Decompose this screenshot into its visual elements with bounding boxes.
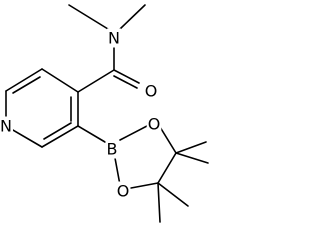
atom-label-backdrop xyxy=(105,139,119,159)
bond-c-c-ring xyxy=(157,152,177,184)
bond-boron-o-bottom xyxy=(114,157,121,186)
chemical-structure: N O N B O O xyxy=(0,4,209,223)
atom-label-n-amide: N xyxy=(108,29,120,48)
atom-label-o-bottom: O xyxy=(117,182,130,201)
bond-carbonyl-ring xyxy=(77,69,115,93)
ring-bond-c2-c3 xyxy=(41,125,79,148)
bond-methyl-2 xyxy=(175,152,209,164)
bond-methyl-4 xyxy=(157,182,161,223)
ring-bond-c5-c6 xyxy=(5,68,43,92)
atom-label-backdrop xyxy=(0,116,13,136)
atom-label-backdrop xyxy=(107,28,121,48)
atom-label-boron: B xyxy=(107,140,118,159)
bond-methyl-1 xyxy=(175,141,207,154)
bond-o-bottom-c xyxy=(130,182,159,189)
ring-bond-c5-c6-inner xyxy=(12,76,41,94)
atom-label-backdrop xyxy=(115,181,131,201)
bond-methyl-3 xyxy=(157,182,189,207)
ring-bond-c4-c5 xyxy=(41,68,79,93)
bond-methyl-left xyxy=(68,4,109,30)
atom-label-o-carbonyl: O xyxy=(145,82,158,101)
atom-label-backdrop xyxy=(143,81,159,101)
atom-label-n-ring: N xyxy=(0,117,12,136)
atom-label-backdrop xyxy=(146,114,162,134)
bond-carbonyl-double-b xyxy=(113,75,138,89)
bond-methyl-right xyxy=(119,4,146,30)
bond-boron-o-top xyxy=(119,125,148,141)
bond-ring-boron xyxy=(77,125,106,143)
ring-bond-c2-c3-inner xyxy=(43,122,72,140)
bond-o-top-c xyxy=(159,126,177,154)
bond-carbonyl-double-a xyxy=(113,69,140,84)
atom-label-o-top: O xyxy=(148,115,161,134)
